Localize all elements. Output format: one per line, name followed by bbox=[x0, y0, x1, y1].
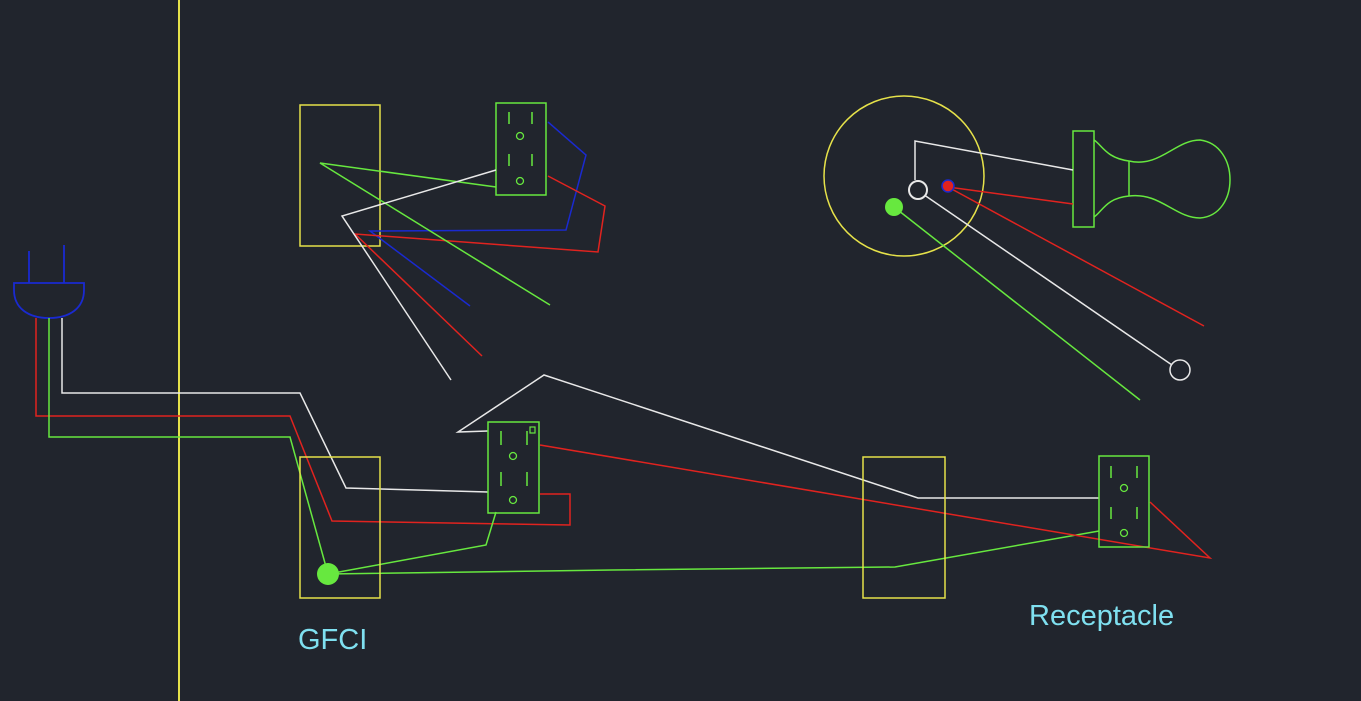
lamp bbox=[1072, 130, 1231, 228]
top-wires bbox=[319, 121, 606, 381]
ground-terminal bbox=[885, 198, 903, 216]
wire-end-marker bbox=[1169, 359, 1191, 381]
neutral-terminal bbox=[908, 180, 928, 200]
hot-terminal bbox=[941, 179, 955, 193]
ceiling-box bbox=[823, 95, 985, 257]
lamp-wires bbox=[893, 140, 1205, 401]
gfci-receptacle bbox=[487, 421, 540, 514]
receptacle-label: Receptacle bbox=[1029, 600, 1174, 632]
main-wires bbox=[35, 318, 1213, 575]
gfci-ground-terminal bbox=[317, 563, 339, 585]
top-receptacle bbox=[495, 102, 547, 196]
right-receptacle bbox=[1098, 455, 1150, 548]
middle-box bbox=[862, 456, 946, 599]
plug-icon bbox=[13, 245, 85, 319]
top-switch-box bbox=[299, 104, 381, 247]
gfci-label: GFCI bbox=[298, 624, 367, 656]
gfci-box bbox=[299, 456, 381, 599]
